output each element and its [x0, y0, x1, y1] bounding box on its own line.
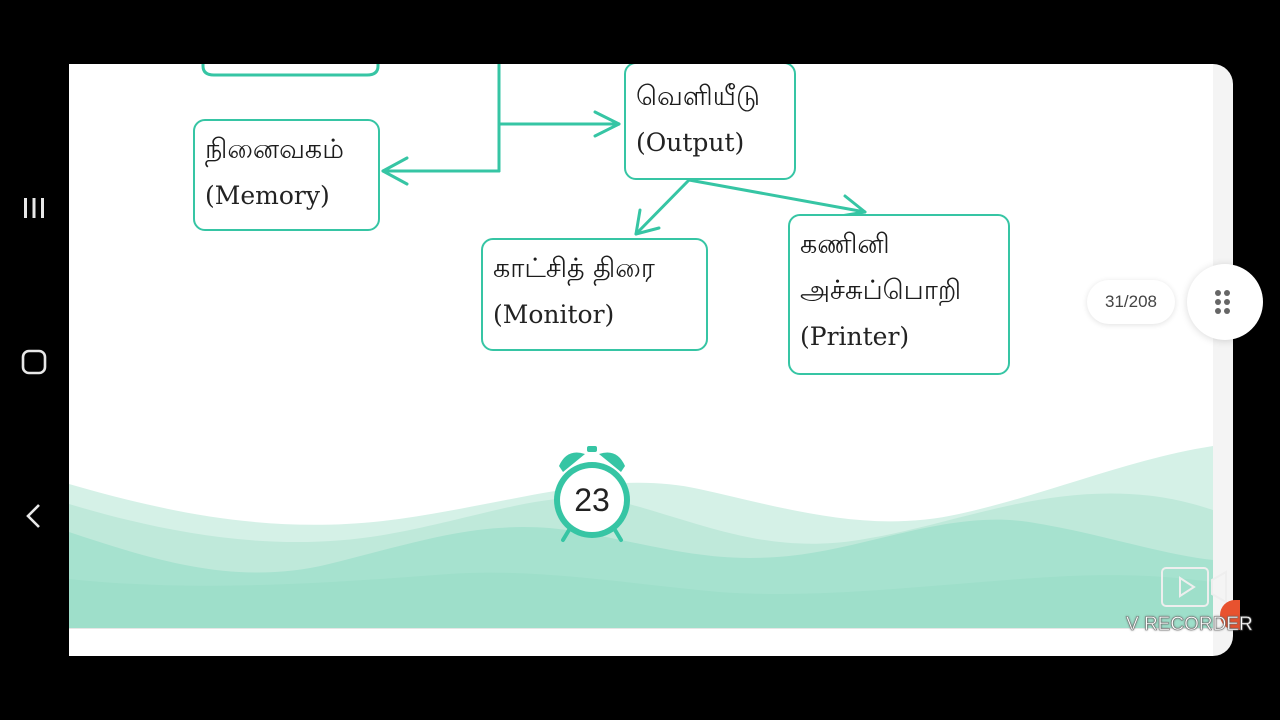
memory-tamil-label: நினைவகம்	[205, 134, 344, 165]
book-page: நினைவகம் (Memory) வெளியீடு (Output) காட்…	[69, 64, 1213, 656]
monitor-english-label: (Monitor)	[493, 300, 615, 329]
printer-tamil-line2: அச்சுப்பொறி	[800, 275, 962, 306]
home-icon[interactable]	[14, 342, 54, 382]
record-dot	[1220, 600, 1240, 630]
page-counter: 31/208	[1087, 280, 1175, 324]
recorder-label: V RECORDER	[1126, 614, 1253, 636]
alarm-clock-icon: 23	[547, 442, 637, 544]
memory-node: நினைவகம் (Memory)	[193, 119, 380, 231]
output-tamil-label: வெளியீடு	[636, 81, 760, 112]
monitor-tamil-label: காட்சித் திரை	[493, 253, 655, 284]
menu-button[interactable]	[1187, 264, 1263, 340]
back-icon[interactable]	[14, 496, 54, 536]
printer-english-label: (Printer)	[800, 322, 910, 351]
page-footer	[69, 628, 1213, 656]
recents-icon[interactable]	[14, 188, 54, 228]
printer-tamil-line1: கணினி	[800, 229, 890, 260]
grid-dots-icon	[1215, 290, 1230, 314]
page-edge	[1213, 64, 1233, 656]
page-number: 23	[574, 482, 610, 518]
diagram-connectors	[201, 64, 867, 236]
monitor-node: காட்சித் திரை (Monitor)	[481, 238, 708, 351]
recorder-watermark: V RECORDER	[1120, 560, 1270, 650]
printer-node: கணினி அச்சுப்பொறி (Printer)	[788, 214, 1010, 375]
output-english-label: (Output)	[636, 128, 745, 157]
output-node: வெளியீடு (Output)	[624, 64, 796, 180]
system-nav-bar	[0, 0, 68, 720]
memory-english-label: (Memory)	[205, 181, 330, 210]
